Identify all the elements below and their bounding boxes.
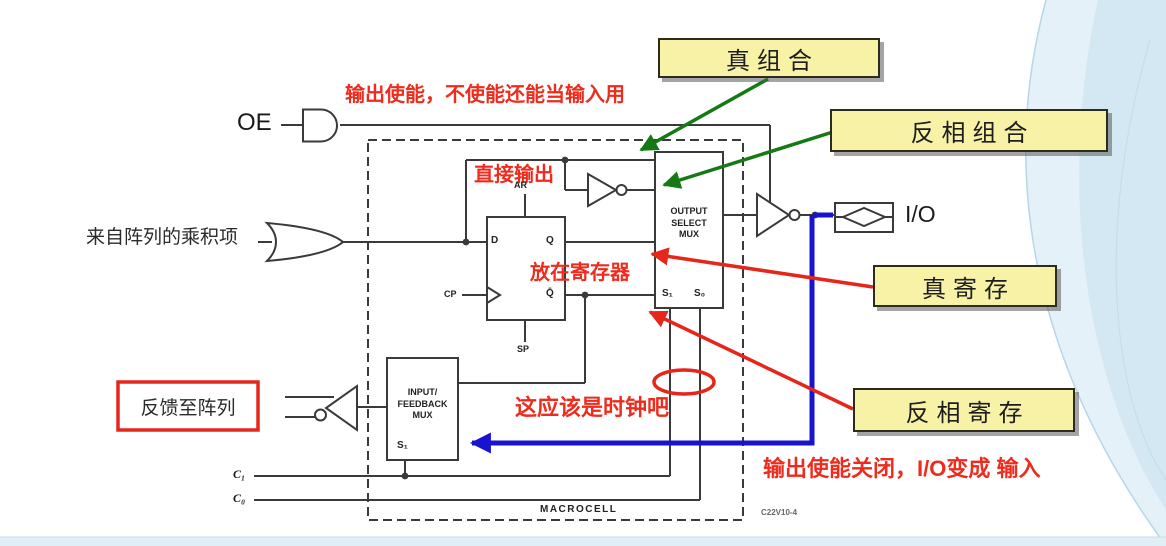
ff-q-label: Q bbox=[546, 235, 554, 246]
clock-highlight-ellipse bbox=[652, 368, 716, 396]
callout-true-registered-label: 真寄存 bbox=[922, 276, 1015, 303]
c0-label: C₀ bbox=[233, 491, 246, 505]
annotation-register-note: 放在寄存器 bbox=[530, 262, 630, 284]
input-feedback-mux-line3: MUX bbox=[412, 410, 433, 420]
output-select-mux-label: OUTPUT SELECT MUX bbox=[655, 206, 723, 241]
callout-true-registered: 真寄存 bbox=[873, 265, 1057, 307]
input-feedback-mux-line1: INPUT/ bbox=[407, 387, 438, 397]
product-terms-label: 来自阵列的乘积项 bbox=[86, 227, 239, 248]
macrocell-caption: MACROCELL bbox=[540, 504, 618, 515]
ff-ar-label: AR bbox=[514, 180, 527, 190]
callout-inverted-combinational: 反相组合 bbox=[830, 109, 1108, 152]
output-select-mux-line1: OUTPUT bbox=[670, 206, 708, 216]
true-reg-arrow bbox=[650, 247, 874, 289]
c1-label: C₁ bbox=[233, 467, 246, 481]
output-select-mux-line2: SELECT bbox=[671, 217, 707, 228]
qbar-feedback-wire bbox=[458, 295, 586, 384]
io-pad-symbol bbox=[834, 202, 894, 233]
input-feedback-mux-box bbox=[357, 357, 459, 476]
oe-and-gate bbox=[281, 108, 771, 202]
feedback-to-array-label: 反馈至阵列 bbox=[140, 397, 236, 419]
ff-cp-label: CP bbox=[444, 289, 457, 299]
annotation-oe-note: 输出使能，不使能还能当输入用 bbox=[345, 84, 625, 106]
true-comb-arrow bbox=[639, 77, 769, 152]
red-arrows bbox=[648, 247, 874, 411]
ff-qbar-label: Q̄ bbox=[546, 288, 554, 299]
omux-s1-label: S₁ bbox=[662, 288, 673, 299]
callout-true-combinational-label: 真组合 bbox=[726, 48, 819, 75]
annotation-direct-output: 直接输出 bbox=[474, 164, 554, 186]
output-select-mux-line3: MUX bbox=[679, 229, 699, 239]
circuit-wires bbox=[254, 108, 894, 521]
callout-inverted-registered: 反相寄存 bbox=[853, 388, 1075, 432]
callout-true-combinational: 真组合 bbox=[658, 38, 880, 78]
macrocell-dashed-box bbox=[367, 139, 744, 521]
or-gate bbox=[258, 221, 487, 263]
callout-inverted-combinational-label: 反相组合 bbox=[910, 121, 1035, 147]
figure-id: C22V10-4 bbox=[761, 508, 798, 517]
annotation-clock-note: 这应该是时钟吧 bbox=[515, 395, 670, 420]
feedback-buffer bbox=[285, 384, 358, 432]
io-label: I/O bbox=[905, 201, 936, 227]
output-select-mux-box bbox=[654, 151, 724, 500]
input-feedback-mux-line2: FEEDBACK bbox=[397, 398, 448, 409]
inv-comb-arrow bbox=[662, 129, 837, 189]
inv-reg-arrow bbox=[648, 310, 854, 411]
input-feedback-mux-label: INPUT/ FEEDBACK MUX bbox=[387, 387, 458, 422]
callout-inverted-registered-label: 反相寄存 bbox=[905, 400, 1030, 427]
feedback-highlight-box bbox=[116, 380, 260, 432]
oe-label: OE bbox=[237, 109, 272, 136]
inverter bbox=[587, 172, 655, 208]
green-arrows bbox=[639, 77, 837, 189]
ff-d-label: D bbox=[491, 235, 499, 246]
blue-input-path bbox=[469, 212, 833, 454]
annotation-io-note: 输出使能关闭，I/O变成 输入 bbox=[763, 456, 1041, 481]
control-lines bbox=[254, 475, 700, 501]
d-flipflop bbox=[462, 194, 655, 342]
ff-sp-label: SP bbox=[517, 344, 530, 354]
fmux-s1-label: S₁ bbox=[397, 440, 408, 451]
junction-dots bbox=[401, 156, 819, 480]
direct-path bbox=[465, 159, 655, 242]
omux-s0-label: S₀ bbox=[694, 288, 706, 299]
